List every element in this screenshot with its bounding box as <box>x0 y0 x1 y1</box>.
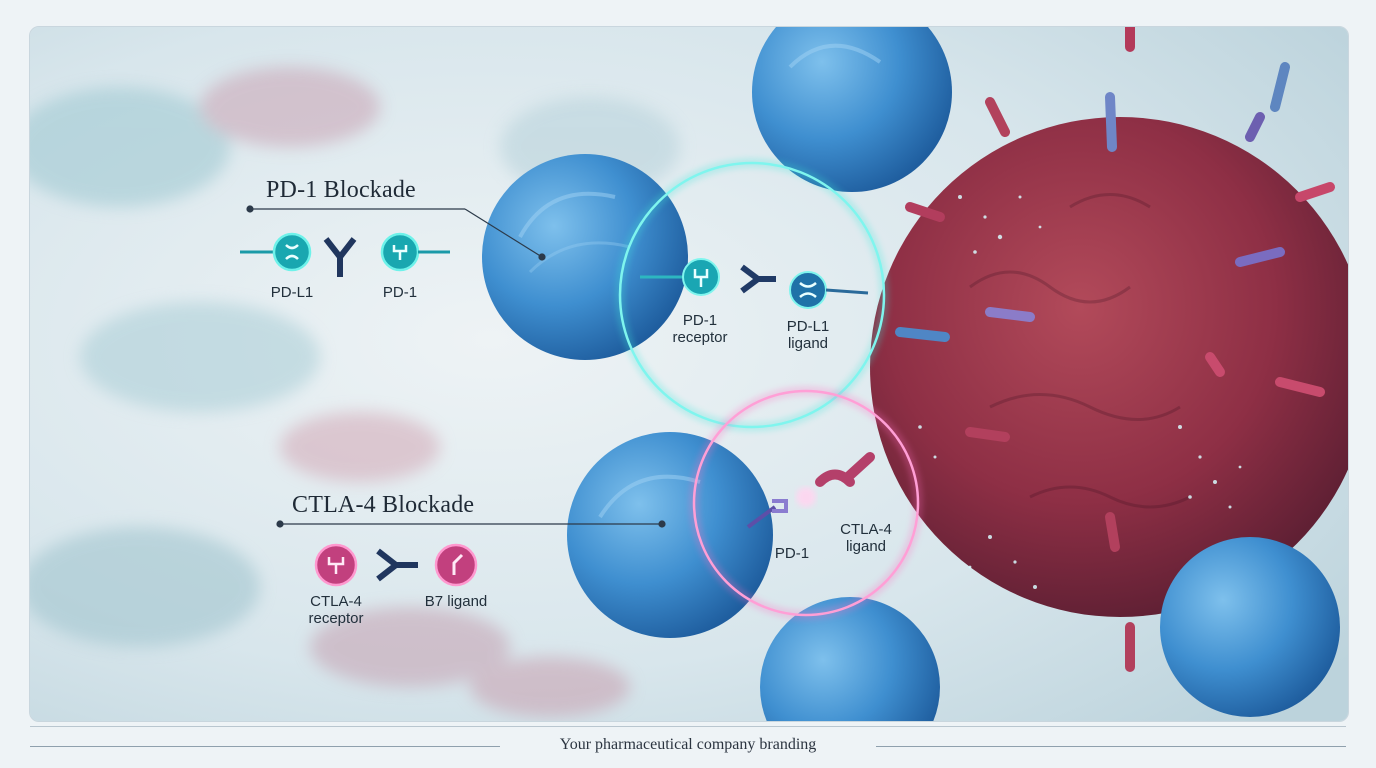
frame-divider <box>30 726 1346 727</box>
legend-pd1-label: PD-1 <box>382 284 418 301</box>
pd1-small-label: PD-1 <box>774 545 810 562</box>
callout-lines <box>246 205 666 528</box>
t-cell-ctla4 <box>567 432 773 638</box>
legend-antibody-icon-ctla4 <box>376 548 418 582</box>
tumor-cell <box>870 27 1348 672</box>
t-cell-pd1 <box>482 154 688 360</box>
immunotherapy-illustration <box>30 27 1348 721</box>
footer-branding: Your pharmaceutical company branding <box>559 736 817 753</box>
footer-line-right <box>876 746 1346 747</box>
t-cell-right <box>1160 537 1340 717</box>
legend-b7-icon <box>434 543 478 587</box>
legend-pdl1-icon <box>240 232 312 272</box>
ctla4-ligand-label: CTLA-4 ligand <box>840 521 892 555</box>
illustration-frame: PD-1 Blockade PD-L1 PD-1 PD-1 receptor P… <box>29 26 1349 722</box>
legend-pd1-icon <box>380 232 450 272</box>
legend-ctla4-icon <box>314 543 358 587</box>
pd1-blockade-title: PD-1 Blockade <box>266 177 416 203</box>
antibody-icon-pd1-ring <box>740 264 776 294</box>
legend-ctla4-label: CTLA-4 receptor <box>308 593 364 627</box>
pd1-interaction-ring <box>615 158 889 432</box>
t-cell-bottom <box>760 597 940 721</box>
pdl1-ligand-label: PD-L1 ligand <box>786 318 830 352</box>
ctla4-blockade-title: CTLA-4 Blockade <box>292 492 475 518</box>
pdl1-ligand-icon <box>789 271 869 309</box>
legend-pdl1-label: PD-L1 <box>270 284 314 301</box>
ctla4-ligand-icon <box>796 452 875 507</box>
legend-b7-label: B7 ligand <box>424 593 488 610</box>
ctla4-interaction-ring <box>689 386 923 620</box>
legend-antibody-icon-pd1 <box>323 237 357 277</box>
footer-line-left <box>30 746 500 747</box>
pd1-receptor-label: PD-1 receptor <box>672 312 728 346</box>
t-cell-top <box>752 27 952 192</box>
ctla4-receptor-icon <box>746 499 788 529</box>
pd1-receptor-icon <box>640 258 720 296</box>
